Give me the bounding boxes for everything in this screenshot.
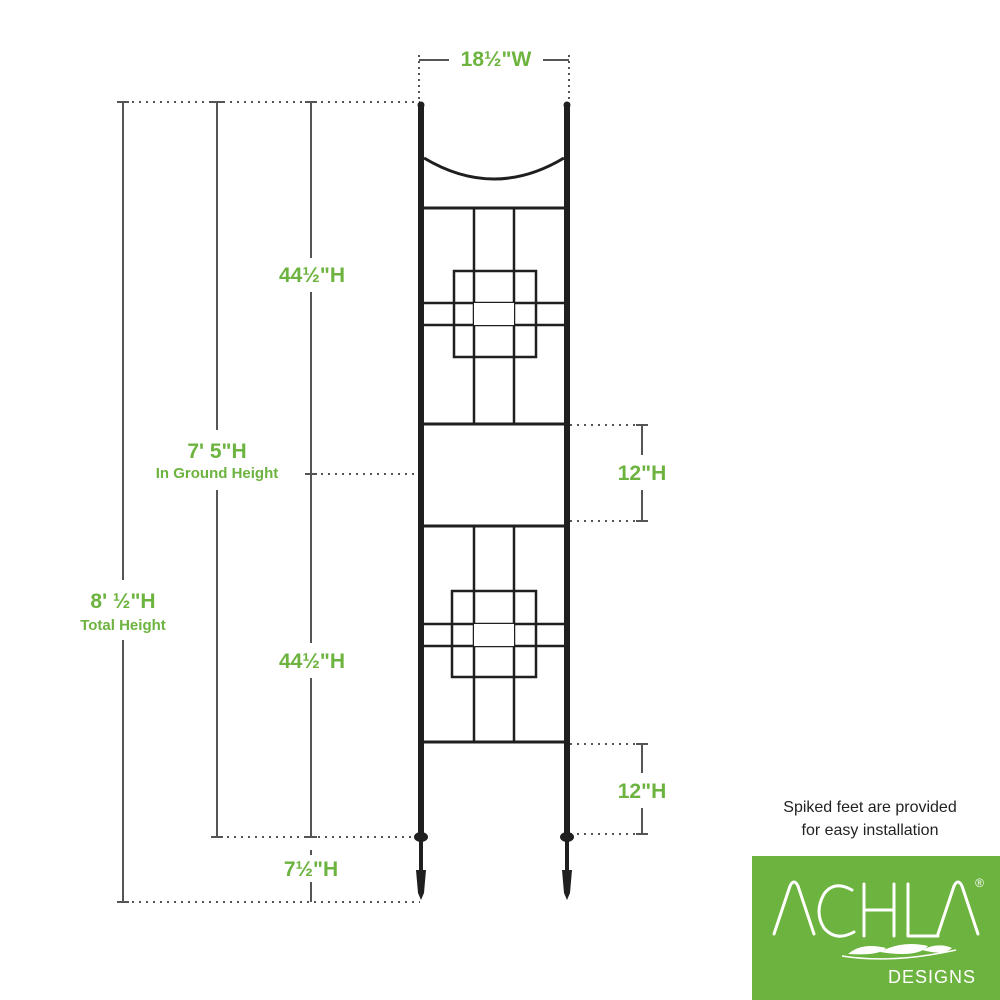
width-label: 18½"W xyxy=(460,48,532,71)
dimension-guides xyxy=(117,55,648,903)
achla-designs-logo: ® DESIGNS xyxy=(752,856,1000,1000)
installation-note-line-2: for easy installation xyxy=(801,822,939,839)
panel-upper-height-label: 44½"H xyxy=(279,264,345,287)
spiked-feet xyxy=(414,832,574,900)
panel-lower-height-label: 44½"H xyxy=(279,650,345,673)
registered-mark: ® xyxy=(975,876,984,890)
installation-note-line-1: Spiked feet are provided xyxy=(783,799,957,816)
leaf-icon xyxy=(848,944,952,955)
lower-cross-pattern xyxy=(424,526,564,742)
achla-wordmark xyxy=(772,880,980,960)
upper-cross-pattern xyxy=(424,208,564,424)
gap-middle-label: 12"H xyxy=(617,462,667,485)
in-ground-height-label: 7' 5"H xyxy=(187,440,247,463)
brand-subtext: DESIGNS xyxy=(887,967,976,987)
gap-bottom-label: 12"H xyxy=(617,780,667,803)
total-height-caption: Total Height xyxy=(80,617,166,634)
installation-note: Spiked feet are provided for easy instal… xyxy=(740,796,1000,842)
foot-height-label: 7½"H xyxy=(283,858,339,881)
trellis-frame xyxy=(417,101,571,836)
in-ground-height-caption: In Ground Height xyxy=(155,465,279,482)
total-height-label: 8' ½"H xyxy=(90,590,156,613)
